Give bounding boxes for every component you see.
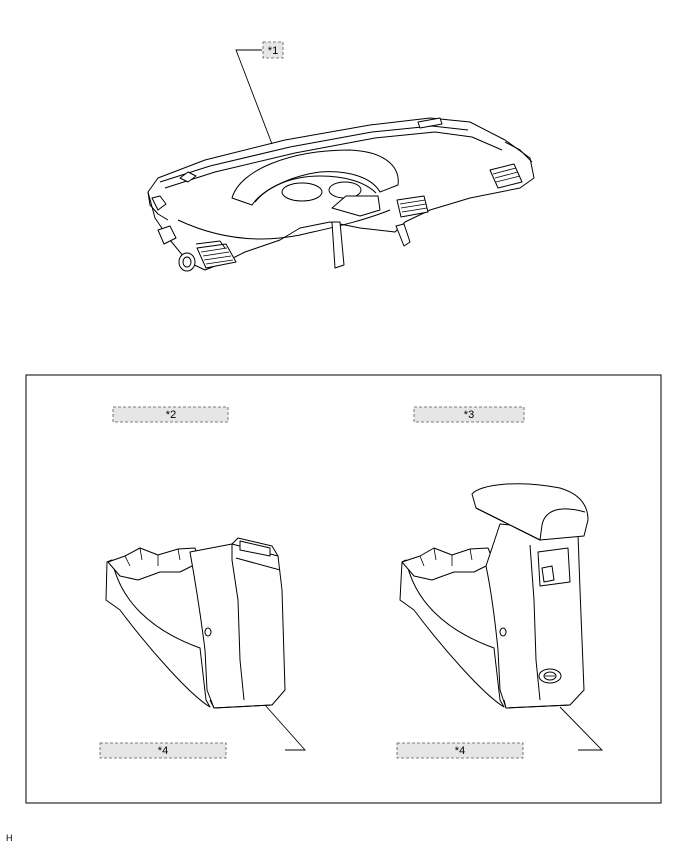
callout-2: *2: [112, 406, 229, 423]
callout-3-text: *3: [464, 409, 474, 421]
callout-2-text: *2: [166, 409, 176, 421]
console-without-armrest-illustration: [105, 537, 286, 709]
callout-4-right: *4: [396, 742, 524, 759]
instrument-panel-illustration: [147, 117, 535, 272]
callout-1: *1: [262, 41, 284, 59]
callout-1-text: *1: [268, 45, 278, 57]
callout-4-left-text: *4: [158, 745, 168, 757]
callout-3: *3: [413, 406, 525, 423]
leader-lines: [235, 49, 604, 751]
illustration-code: H: [6, 833, 13, 843]
console-with-armrest-illustration: [399, 483, 589, 709]
console-variants-frame: [25, 374, 662, 804]
callout-4-left: *4: [99, 742, 227, 759]
callout-4-right-text: *4: [455, 745, 465, 757]
